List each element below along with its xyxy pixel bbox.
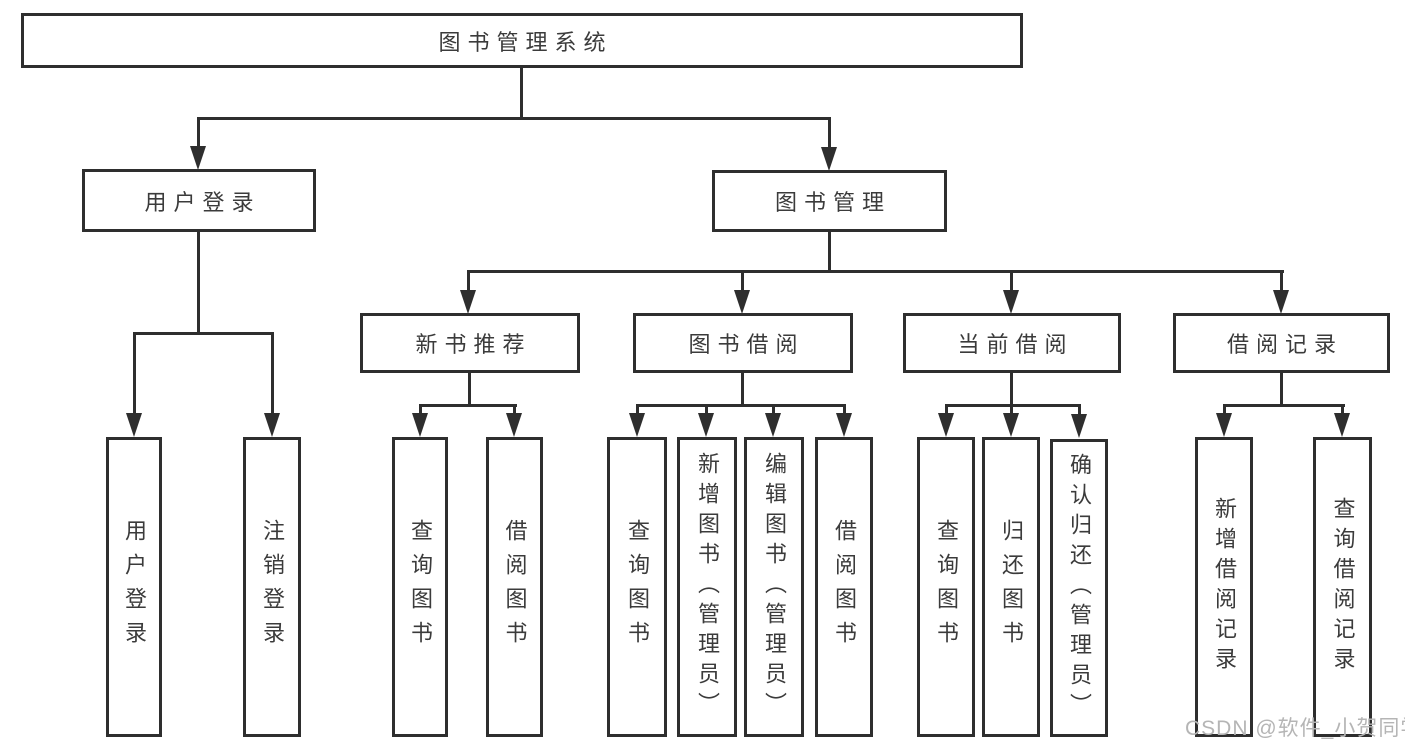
connector-stem-leaf-user-login (133, 332, 136, 415)
node-borrow-records: 借阅记录 (1173, 313, 1390, 373)
connector-stem-book-mgmt (828, 117, 831, 148)
leaf-edit-book: 编辑图书（管理员） (744, 437, 804, 737)
connector-new-book-rec-rail (419, 404, 517, 407)
leaf-edit-book-label: 编辑图书（管理员） (762, 452, 787, 722)
connector-stem-return-book (1010, 404, 1013, 415)
connector-stem-new-book-rec (467, 270, 470, 292)
node-user-login-label: 用户登录 (144, 189, 261, 215)
leaf-return-book-label: 归还图书 (999, 519, 1024, 655)
connector-book-mgmt-stub (828, 232, 831, 273)
leaf-borrow-book-1-label: 借阅图书 (502, 519, 528, 655)
leaf-return-book: 归还图书 (982, 437, 1040, 737)
connector-book-mgmt-rail (467, 270, 1284, 273)
leaf-borrow-book-2-label: 借阅图书 (832, 519, 857, 655)
connector-stem-borrow-book-1 (513, 404, 516, 415)
leaf-logout: 注销登录 (243, 437, 301, 737)
arrowhead-confirm-return (1071, 414, 1087, 438)
connector-stem-borrow-book-2 (843, 404, 846, 415)
connector-stem-query-book-2 (636, 404, 639, 415)
csdn-watermark: CSDN @软件_小贺同学 (1185, 712, 1405, 742)
connector-stem-leaf-logout (271, 332, 274, 415)
leaf-user-login: 用户登录 (106, 437, 162, 737)
node-borrow-records-label: 借阅记录 (1226, 332, 1343, 357)
arrowhead-leaf-user-login (126, 413, 142, 437)
connector-user-login-stub (197, 232, 200, 335)
connector-new-book-rec-stub (468, 373, 471, 407)
node-new-book-rec-label: 新书推荐 (415, 332, 532, 357)
connector-stem-current-borrow (1010, 270, 1013, 292)
node-book-borrow: 图书借阅 (633, 313, 853, 373)
arrowhead-book-mgmt (821, 147, 837, 171)
leaf-borrow-book-1: 借阅图书 (486, 437, 543, 737)
node-book-borrow-label: 图书借阅 (688, 332, 805, 357)
leaf-query-record-label: 查询借阅记录 (1330, 497, 1356, 677)
arrowhead-borrow-records (1273, 290, 1289, 314)
connector-stem-confirm-return (1078, 404, 1081, 415)
arrowhead-return-book (1003, 413, 1019, 437)
arrowhead-borrow-book-2 (836, 413, 852, 437)
leaf-confirm-return-label: 确认归还（管理员） (1067, 453, 1092, 723)
leaf-add-record-label: 新增借阅记录 (1212, 497, 1237, 677)
node-root-label: 图书管理系统 (438, 29, 613, 55)
arrowhead-query-book-2 (629, 413, 645, 437)
leaf-add-record: 新增借阅记录 (1195, 437, 1253, 737)
arrowhead-new-book-rec (460, 290, 476, 314)
arrowhead-query-book-3 (938, 413, 954, 437)
node-user-login: 用户登录 (82, 169, 316, 232)
arrowhead-query-book-1 (412, 413, 428, 437)
connector-book-borrow-stub (741, 373, 744, 407)
arrowhead-user-login (190, 146, 206, 170)
leaf-query-book-3-label: 查询图书 (934, 519, 959, 655)
leaf-user-login-label: 用户登录 (122, 519, 147, 655)
connector-stem-add-record (1223, 404, 1226, 415)
node-new-book-rec: 新书推荐 (360, 313, 580, 373)
connector-borrow-records-rail (1223, 404, 1345, 407)
csdn-watermark-text: CSDN @软件_小贺同学 (1185, 717, 1405, 740)
arrowhead-borrow-book-1 (506, 413, 522, 437)
node-current-borrow-label: 当前借阅 (957, 332, 1074, 357)
arrowhead-book-borrow (734, 290, 750, 314)
leaf-add-book: 新增图书（管理员） (677, 437, 737, 737)
arrowhead-query-record (1334, 413, 1350, 437)
arrowhead-current-borrow (1003, 290, 1019, 314)
node-current-borrow: 当前借阅 (903, 313, 1121, 373)
leaf-query-book-1-label: 查询图书 (408, 519, 433, 655)
leaf-confirm-return: 确认归还（管理员） (1050, 439, 1108, 737)
connector-current-borrow-stub (1010, 373, 1013, 407)
leaf-query-book-1: 查询图书 (392, 437, 448, 737)
leaf-query-book-2-label: 查询图书 (625, 519, 650, 655)
connector-root-stub (520, 68, 523, 118)
leaf-query-record: 查询借阅记录 (1313, 437, 1372, 737)
connector-stem-query-book-3 (945, 404, 948, 415)
connector-stem-book-borrow (741, 270, 744, 292)
leaf-query-book-2: 查询图书 (607, 437, 667, 737)
connector-stem-query-record (1341, 404, 1344, 415)
arrowhead-add-record (1216, 413, 1232, 437)
connector-stem-edit-book (772, 404, 775, 415)
arrowhead-add-book (698, 413, 714, 437)
connector-borrow-records-stub (1280, 373, 1283, 407)
connector-root-rail (197, 117, 831, 120)
leaf-query-book-3: 查询图书 (917, 437, 975, 737)
connector-stem-borrow-records (1280, 270, 1283, 292)
connector-book-borrow-rail (636, 404, 846, 407)
connector-current-borrow-rail (945, 404, 1081, 407)
arrowhead-edit-book (765, 413, 781, 437)
node-book-mgmt: 图书管理 (712, 170, 947, 232)
connector-user-login-rail (133, 332, 274, 335)
node-root: 图书管理系统 (21, 13, 1023, 68)
connector-stem-add-book (705, 404, 708, 415)
connector-stem-query-book-1 (419, 404, 422, 415)
arrowhead-leaf-logout (264, 413, 280, 437)
leaf-borrow-book-2: 借阅图书 (815, 437, 873, 737)
leaf-logout-label: 注销登录 (260, 519, 285, 655)
leaf-add-book-label: 新增图书（管理员） (695, 452, 720, 722)
connector-stem-user-login (197, 117, 200, 148)
node-book-mgmt-label: 图书管理 (774, 190, 891, 215)
